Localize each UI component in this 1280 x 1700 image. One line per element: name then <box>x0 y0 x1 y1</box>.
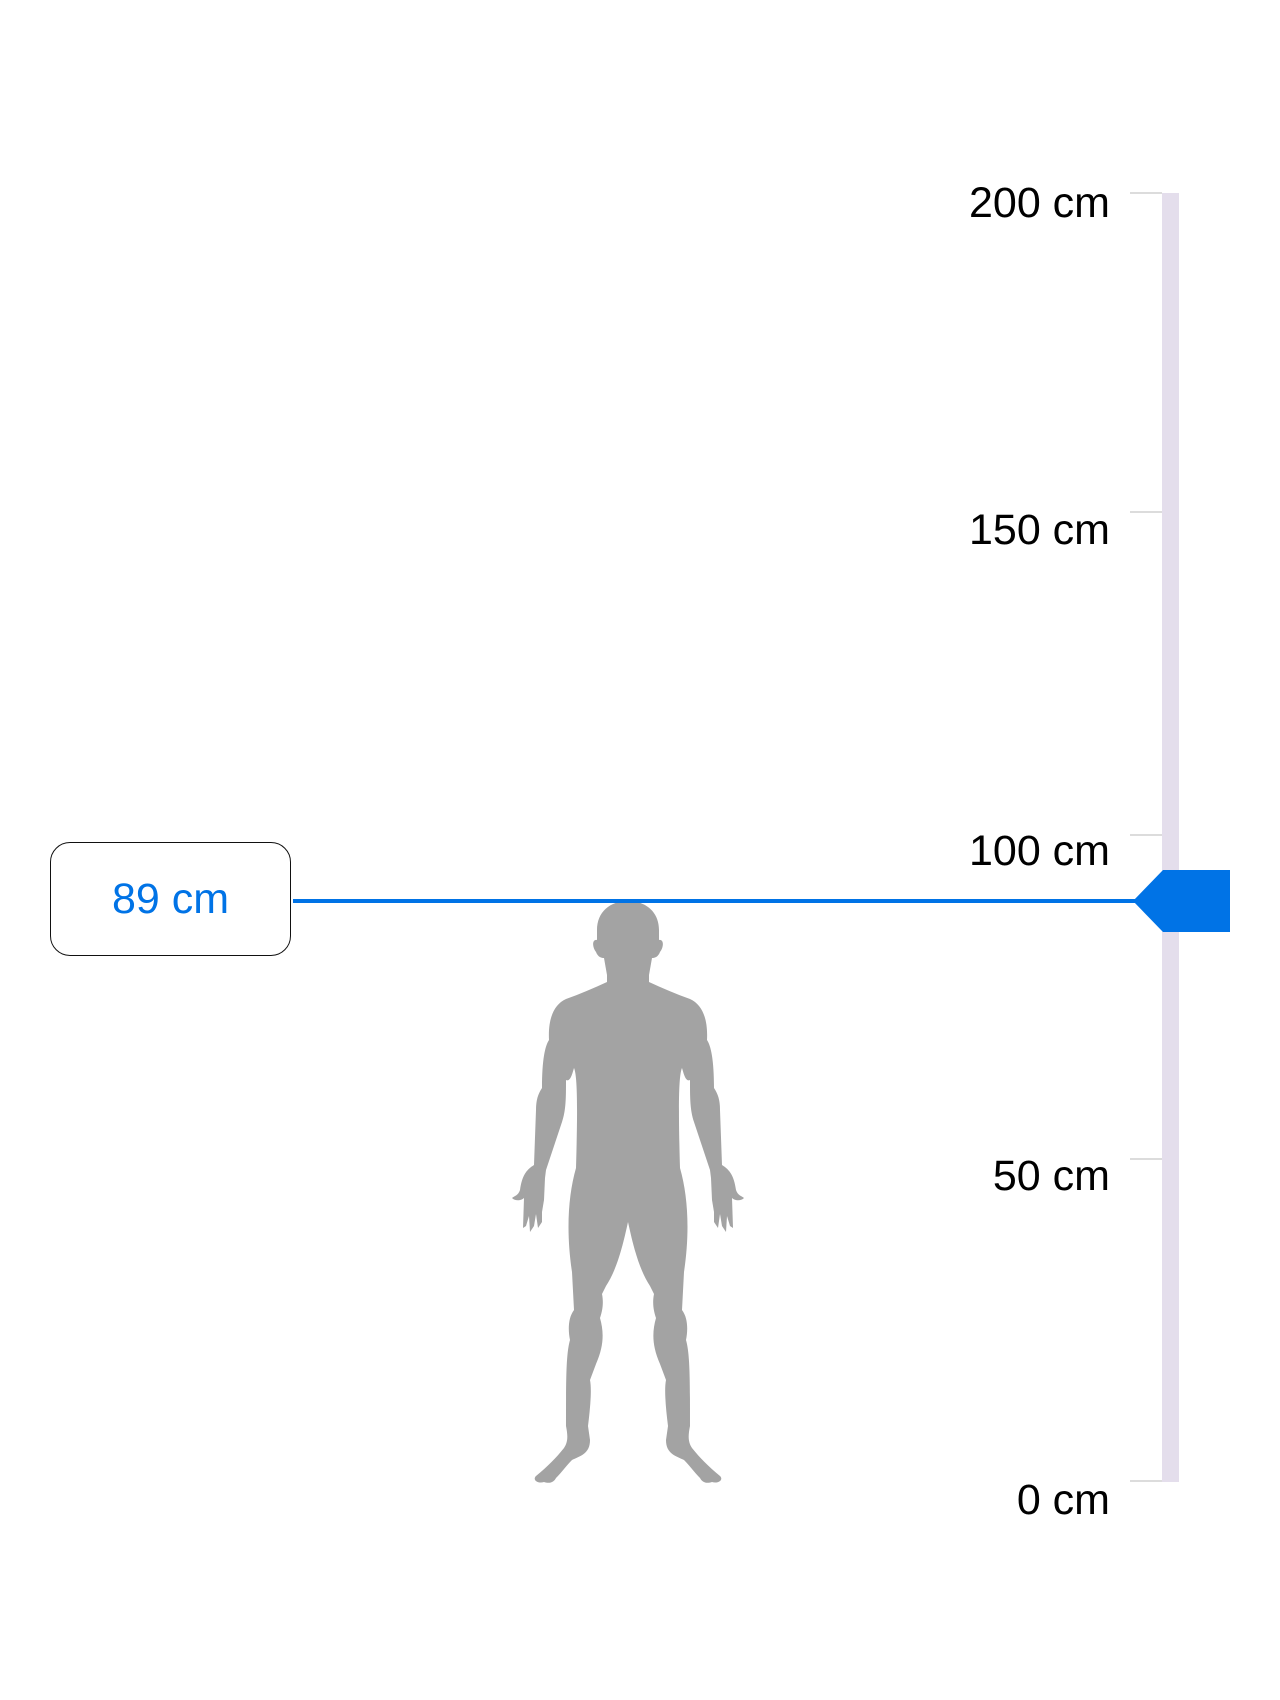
tick-label-0: 0 cm <box>1016 1476 1110 1524</box>
slider-handle-arrow-icon[interactable] <box>1133 870 1230 932</box>
tick-200 <box>1130 192 1162 194</box>
height-value-text: 89 cm <box>111 874 230 923</box>
tick-100 <box>1130 834 1162 836</box>
tick-label-200: 200 cm <box>968 179 1110 227</box>
tick-label-100: 100 cm <box>968 827 1110 875</box>
height-value-display: 89 cm <box>50 842 291 956</box>
tick-150 <box>1130 511 1162 513</box>
tick-0 <box>1130 1480 1162 1482</box>
tick-50 <box>1130 1158 1162 1160</box>
tick-label-50: 50 cm <box>992 1152 1110 1200</box>
height-slider-track[interactable] <box>1162 193 1179 1482</box>
height-indicator-line <box>293 899 1143 903</box>
tick-label-150: 150 cm <box>968 506 1110 554</box>
